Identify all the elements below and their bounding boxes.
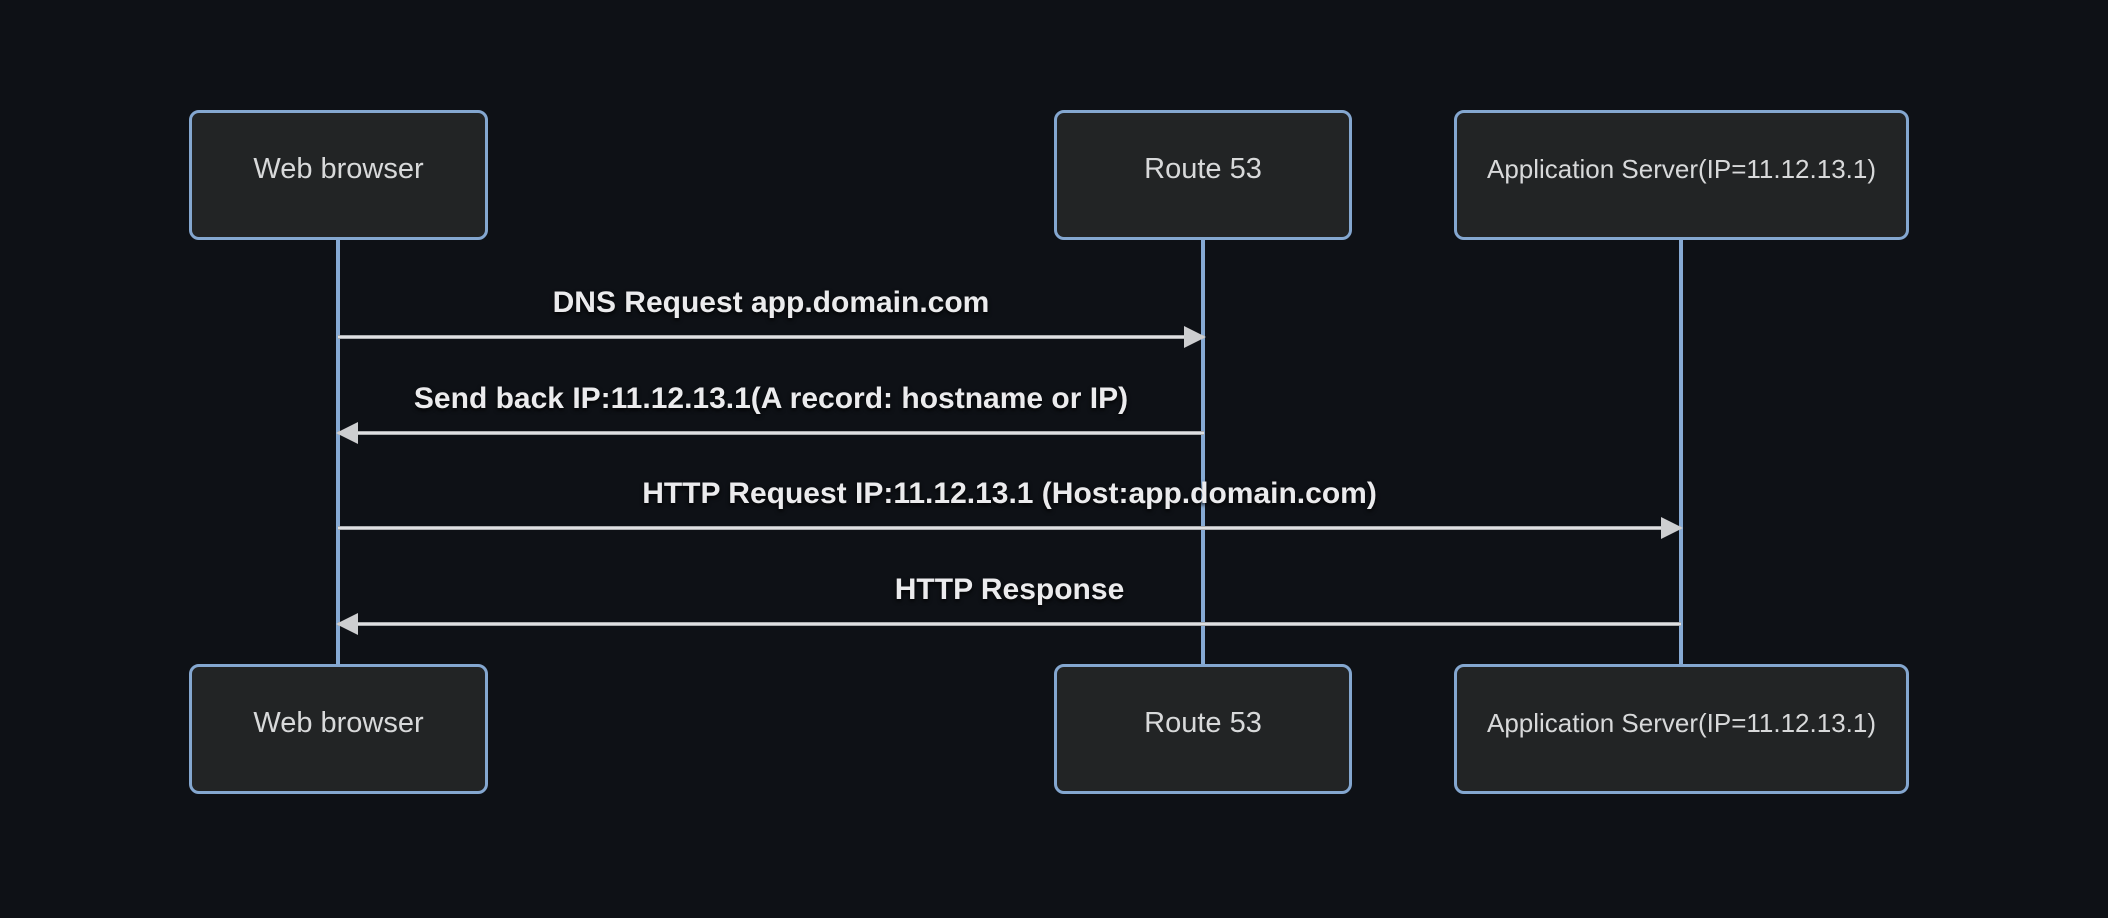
lifeline-route53 — [1201, 239, 1205, 666]
arrowhead-left-icon — [336, 422, 358, 444]
arrow-line — [338, 335, 1204, 339]
actor-label: Route 53 — [1144, 706, 1262, 739]
message-label: Send back IP:11.12.13.1(A record: hostna… — [413, 382, 1129, 415]
actor-app-server-bottom: Application Server(IP=11.12.13.1) — [1454, 664, 1909, 794]
message-http-response: HTTP Response — [336, 572, 1681, 635]
actor-route53-bottom: Route 53 — [1054, 664, 1352, 794]
message-label: HTTP Response — [894, 573, 1125, 606]
message-label: HTTP Request IP:11.12.13.1 (Host:app.dom… — [642, 477, 1377, 510]
arrowhead-left-icon — [336, 613, 358, 635]
lifeline-web-browser — [336, 239, 340, 666]
lifeline-app-server — [1679, 239, 1683, 666]
actor-app-server-top: Application Server(IP=11.12.13.1) — [1454, 110, 1909, 240]
actor-label: Application Server(IP=11.12.13.1) — [1486, 707, 1877, 738]
arrowhead-right-icon — [1184, 326, 1206, 348]
arrow-line — [338, 431, 1204, 435]
message-http-request: HTTP Request IP:11.12.13.1 (Host:app.dom… — [338, 476, 1683, 539]
message-dns-response: Send back IP:11.12.13.1(A record: hostna… — [336, 381, 1204, 444]
actor-web-browser-bottom: Web browser — [189, 664, 488, 794]
arrow-line — [338, 622, 1681, 626]
message-dns-request: DNS Request app.domain.com — [338, 285, 1206, 348]
arrow-line — [338, 526, 1681, 530]
message-label: DNS Request app.domain.com — [552, 286, 990, 319]
actor-route53-top: Route 53 — [1054, 110, 1352, 240]
actor-label: Application Server(IP=11.12.13.1) — [1486, 153, 1877, 184]
arrowhead-right-icon — [1661, 517, 1683, 539]
actor-label: Web browser — [253, 706, 424, 739]
actor-web-browser-top: Web browser — [189, 110, 488, 240]
actor-label: Route 53 — [1144, 152, 1262, 185]
actor-label: Web browser — [253, 152, 424, 185]
